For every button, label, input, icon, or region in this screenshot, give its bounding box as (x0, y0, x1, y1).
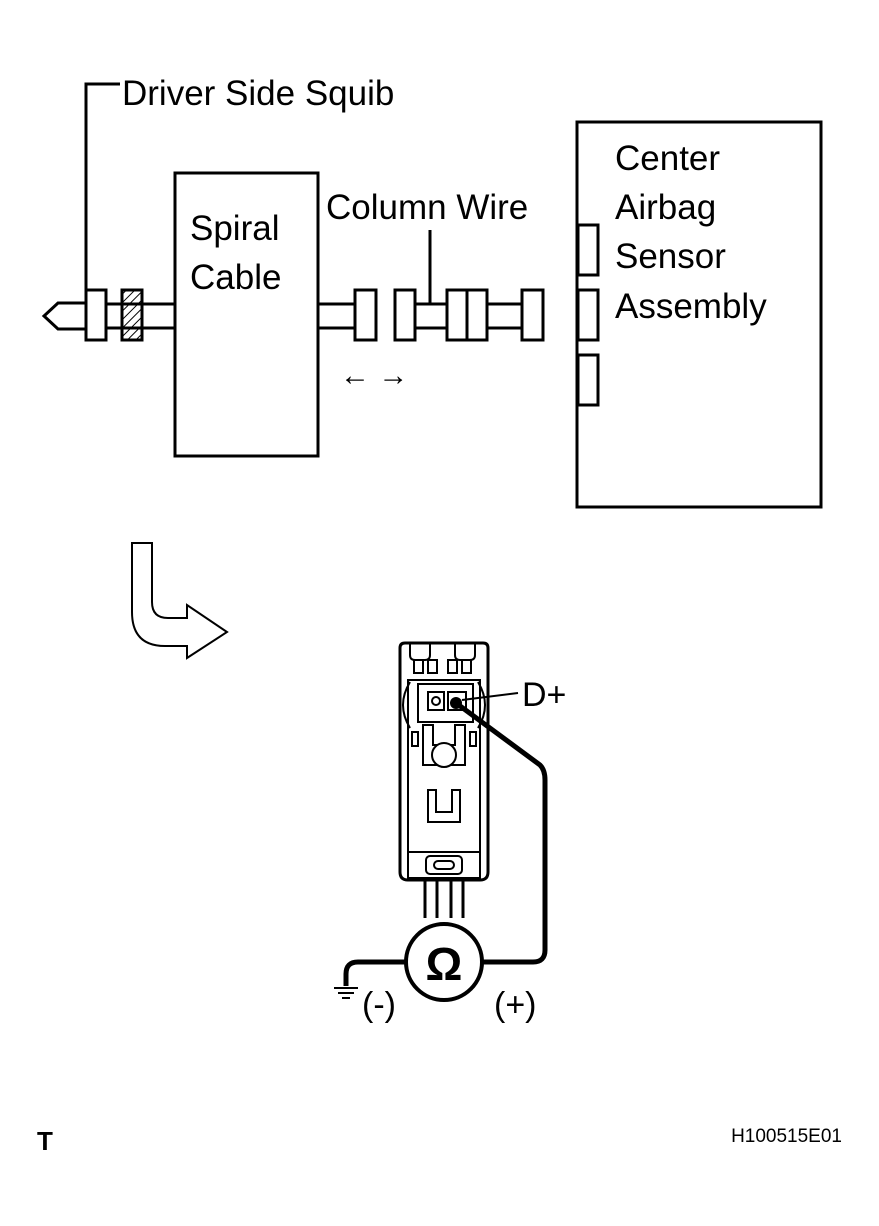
squib-plug (41, 301, 88, 331)
column-wire-junction-a (445, 288, 469, 342)
negative-label: (-) (362, 986, 396, 1024)
positive-lead (454, 700, 548, 965)
column-wire-junction-b (465, 288, 489, 342)
spiral-cable-label-line2: Cable (190, 258, 281, 297)
figure-code: H100515E01 (731, 1126, 842, 1147)
column-wire-label: Column Wire (326, 188, 528, 227)
ohm-symbol: Ω (426, 938, 463, 990)
center-airbag-label-line1: Center (615, 139, 720, 178)
ground-icon (334, 987, 358, 999)
connector-icon (398, 641, 490, 918)
corner-mark: T (37, 1126, 53, 1156)
spiral-cable-box (173, 171, 320, 458)
center-airbag-label-line4: Assembly (615, 287, 767, 326)
shorting-connector (120, 288, 144, 342)
positive-label: (+) (494, 986, 537, 1024)
column-wire-connector-right (520, 288, 545, 342)
terminal-label: D+ (522, 676, 566, 714)
sensor-connector-3 (576, 353, 600, 407)
squib-connector (84, 288, 108, 342)
spiral-connector (353, 288, 378, 342)
center-airbag-label-line2: Airbag (615, 188, 716, 227)
driver-side-squib-label: Driver Side Squib (122, 74, 394, 113)
negative-lead (343, 959, 406, 986)
column-wire-connector-left (393, 288, 417, 342)
terminal-leader (461, 692, 519, 701)
bent-arrow-icon (131, 542, 229, 660)
spiral-out-wire (316, 302, 358, 330)
sensor-connector-2 (576, 288, 600, 342)
squib-leader-line (84, 82, 120, 312)
sensor-connector-1 (576, 223, 600, 277)
center-airbag-label-line3: Sensor (615, 237, 726, 276)
spiral-cable-label-line1: Spiral (190, 209, 279, 248)
disconnect-arrows: ← → (340, 359, 408, 392)
center-airbag-sensor-box (575, 120, 823, 509)
